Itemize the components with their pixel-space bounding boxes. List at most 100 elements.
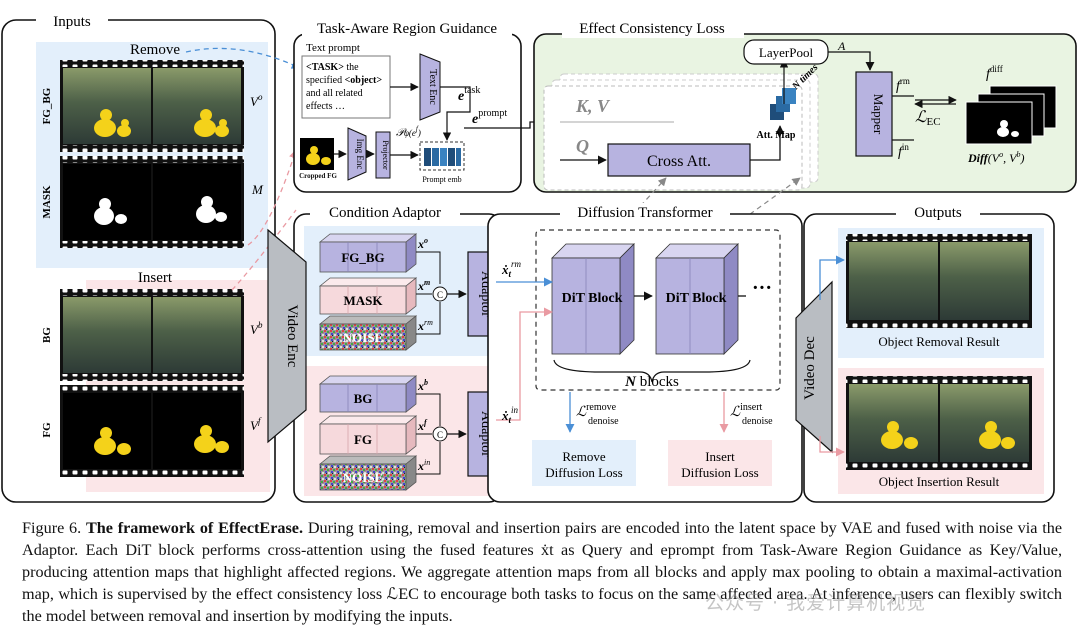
- svg-text:NOISE: NOISE: [343, 470, 383, 485]
- removal-result-label: Object Removal Result: [878, 334, 1000, 349]
- video-enc-label: Video Enc: [284, 305, 300, 368]
- prompt-line-3: and all related: [306, 88, 363, 99]
- f-diff: fdiff: [986, 64, 1003, 82]
- svg-text:FG_BG: FG_BG: [341, 250, 384, 265]
- cropped-fg-image: [300, 138, 334, 170]
- img-enc-label: Img Enc: [355, 139, 365, 170]
- xt-rm: ẋtrm: [501, 259, 522, 279]
- row-label-fgbg: FG_BG: [41, 87, 53, 124]
- prompt-line-2: specified <object>: [306, 75, 382, 86]
- task-guidance-panel: Task-Aware Region Guidance Text prompt <…: [293, 20, 522, 193]
- text-prompt-label: Text prompt: [306, 42, 360, 54]
- loss-insert-denoise: ℒinsert: [730, 402, 763, 420]
- svg-text:NOISE: NOISE: [343, 330, 383, 345]
- condition-adaptor-panel: Condition Adaptor FG_BG MASK NOISE: [293, 203, 502, 503]
- diff-label: Diff(Vo, Vb): [967, 150, 1024, 165]
- concat-wiring-remove: C: [416, 251, 467, 335]
- p-phi: 𝒫φ(ef): [396, 125, 421, 139]
- e-task: etask: [458, 85, 480, 104]
- x-b: xb: [417, 378, 428, 393]
- film-fgbg: [60, 60, 244, 152]
- sym-vo: Vo: [250, 92, 263, 109]
- latent-bg: BG: [318, 375, 418, 413]
- svg-text:BG: BG: [354, 391, 373, 406]
- svg-text:DiT Block: DiT Block: [562, 291, 623, 306]
- condition-adaptor-title: Condition Adaptor: [329, 205, 441, 221]
- sym-vb: Vb: [250, 320, 263, 337]
- task-guidance-title: Task-Aware Region Guidance: [317, 21, 497, 37]
- insert-loss-l2: Diffusion Loss: [681, 465, 758, 480]
- svg-text:C: C: [437, 430, 443, 440]
- prompt-emb-label: Prompt emb: [422, 175, 461, 184]
- remove-loss-l2: Diffusion Loss: [545, 465, 622, 480]
- film-mask: [60, 156, 244, 248]
- svg-text:C: C: [437, 290, 443, 300]
- duck-image: [94, 109, 229, 137]
- watermark: 公众号 · 我爱计算机视觉: [705, 592, 927, 614]
- img-encoder-block: [347, 127, 367, 181]
- loss-insert-sub: denoise: [742, 416, 773, 427]
- cropped-fg-label: Cropped FG: [299, 172, 337, 180]
- video-encoder: Video Enc: [267, 228, 307, 444]
- film-fg: [60, 385, 244, 477]
- insertion-result-label: Object Insertion Result: [879, 474, 1000, 489]
- effect-loss-panel: Effect Consistency Loss N times K, V Q C…: [533, 20, 1077, 193]
- latent-noise-remove: NOISE: [318, 315, 418, 351]
- film-removal-result: [846, 234, 1032, 328]
- insert-label: Insert: [138, 270, 173, 286]
- outputs-title: Outputs: [914, 205, 962, 221]
- xt-in: ẋtin: [501, 405, 519, 425]
- svg-text:FG: FG: [354, 432, 372, 447]
- framework-diagram: Inputs Remove FG_BG Vo: [1, 12, 1077, 503]
- inputs-panel: Inputs Remove FG_BG Vo: [1, 12, 276, 503]
- n-blocks-label: N blocks: [624, 374, 679, 390]
- inputs-title: Inputs: [53, 14, 91, 30]
- remove-label: Remove: [130, 42, 180, 58]
- e-prompt: eprompt: [472, 108, 507, 127]
- film-bg: [60, 289, 244, 381]
- diffusion-transformer-panel: Diffusion Transformer DiT Block DiT Bloc…: [487, 203, 803, 503]
- latent-fg: FG: [318, 415, 418, 455]
- mapper-label: Mapper: [871, 94, 886, 135]
- projector-label: Projector: [381, 140, 390, 170]
- mapper-block: [855, 71, 893, 157]
- outputs-panel: Outputs Object Removal Result Object Ins…: [803, 203, 1055, 503]
- film-insertion-result: [846, 376, 1032, 470]
- caption-fig: Figure 6.: [22, 519, 86, 537]
- a-label: A: [837, 39, 846, 53]
- layerpool-label: LayerPool: [759, 45, 814, 60]
- sym-vf: Vf: [250, 416, 262, 433]
- dit-dots: ···: [752, 277, 772, 299]
- effect-loss-title: Effect Consistency Loss: [579, 21, 725, 37]
- x-m: xm: [417, 278, 430, 293]
- latent-mask: MASK: [318, 277, 418, 315]
- figure-caption: Figure 6. The framework of EffectErase. …: [22, 517, 1062, 627]
- prompt-embedding: [419, 141, 465, 171]
- prompt-line-4: effects …: [306, 101, 345, 112]
- loss-ec: ℒEC: [915, 109, 941, 128]
- svg-text:DiT Block: DiT Block: [666, 291, 727, 306]
- video-dec-label: Video Dec: [802, 336, 818, 400]
- text-encoder-block: [419, 53, 441, 121]
- x-rm: xrm: [417, 318, 433, 333]
- x-f: xf: [417, 418, 428, 433]
- latent-fgbg: FG_BG: [318, 233, 418, 273]
- row-label-mask: MASK: [41, 185, 53, 218]
- dit-title: Diffusion Transformer: [577, 205, 712, 221]
- latent-noise-insert: NOISE: [318, 455, 418, 491]
- row-label-bg: BG: [41, 327, 53, 343]
- text-enc-label: Text Enc: [427, 69, 438, 105]
- remove-loss-l1: Remove: [562, 449, 606, 464]
- att-map-label: Att. Map: [757, 130, 796, 141]
- diff-map-stack: [965, 85, 1057, 145]
- caption-text: During training, removal and insertion p…: [22, 519, 1062, 625]
- row-label-fg: FG: [41, 422, 53, 438]
- concat-wiring-insert: C: [416, 393, 467, 475]
- svg-text:MASK: MASK: [344, 293, 384, 308]
- loss-remove-sub: denoise: [588, 416, 619, 427]
- sym-m: M: [251, 182, 264, 197]
- f-rm: frm: [896, 76, 910, 94]
- f-in: fin: [898, 142, 909, 160]
- insert-loss-l1: Insert: [705, 449, 735, 464]
- dit-block-2: DiT Block: [655, 243, 739, 355]
